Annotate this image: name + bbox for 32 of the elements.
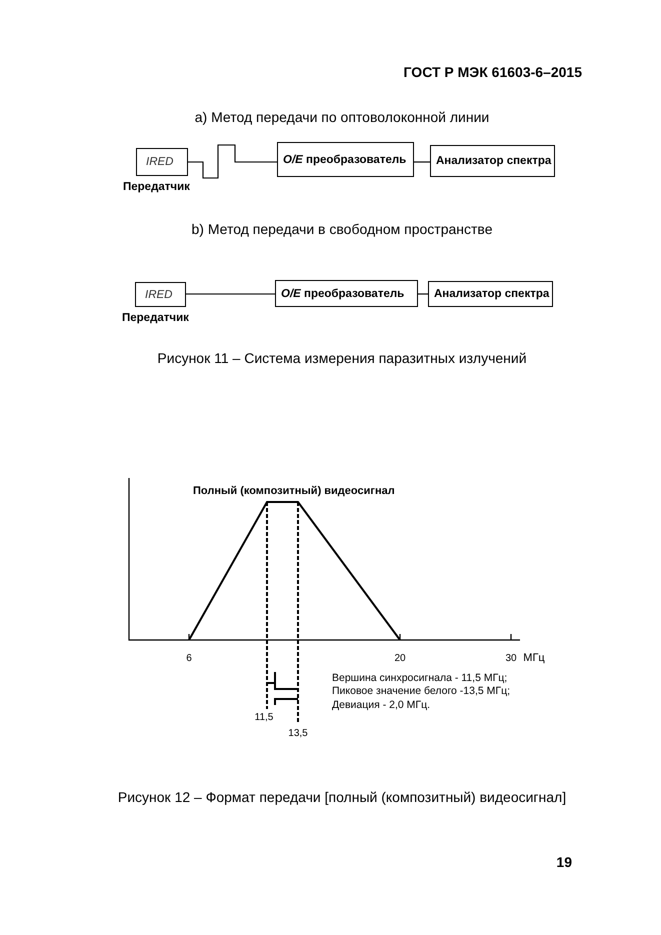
tick-label: 30 — [505, 653, 517, 664]
header-text: ГОСТ Р МЭК 61603-6–2015 — [404, 64, 582, 80]
note-text: Вершина синхросигнала - 11,5 МГц; — [332, 672, 508, 684]
connector-line — [188, 144, 277, 179]
connector-line — [186, 293, 275, 295]
note-text: Пиковое значение белого -13,5 МГц; — [332, 684, 510, 697]
node-label: Анализатор спектра — [436, 155, 552, 167]
converter-box — [275, 280, 418, 307]
value-label: 13,5 — [288, 728, 308, 739]
connector-line — [418, 293, 428, 295]
node-caption: Передатчик — [123, 181, 190, 193]
value-label: 11,5 — [254, 712, 274, 723]
note-text: Девиация - 2,0 МГц. — [332, 698, 430, 711]
subfigure-title: а) Метод передачи по оптоволоконной линии — [194, 108, 490, 125]
subfigure-title: b) Метод передачи в свободном пространстве — [192, 220, 492, 237]
unit-label: МГц — [523, 652, 545, 664]
curve-title: Полный (композитный) видеосигнал — [193, 485, 395, 498]
analyzer-box — [428, 281, 553, 307]
node-label: O/E преобразователь — [281, 288, 404, 300]
converter-box — [277, 142, 414, 177]
page-number: 19 — [556, 854, 572, 870]
tick-label: 20 — [394, 653, 406, 664]
node-label: IRED — [144, 288, 172, 300]
node-label: O/E преобразователь — [283, 154, 406, 166]
tick-label: 6 — [186, 653, 192, 664]
connector-line — [414, 161, 430, 163]
figure-caption: Рисунок 11 – Система измерения паразитных излучений — [157, 350, 527, 366]
node-label: IRED — [145, 156, 174, 168]
node-label: Анализатор спектра — [434, 288, 550, 300]
analyzer-box — [430, 145, 555, 177]
node-caption: Передатчик — [122, 312, 189, 324]
figure-caption: Рисунок 12 – Формат передачи [полный (композитный) видеосигнал] — [116, 788, 568, 807]
